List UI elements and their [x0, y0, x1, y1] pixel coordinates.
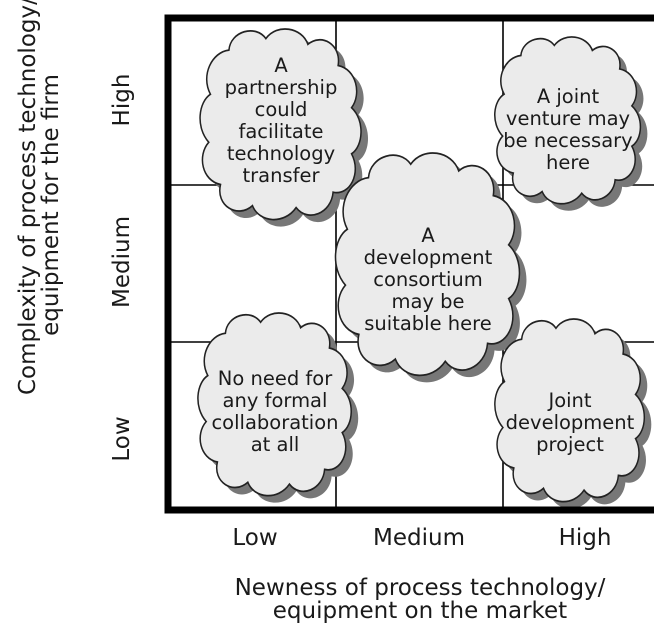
- cloud-line: collaboration: [211, 411, 339, 434]
- y-axis-title-line1: Complexity of process technology/: [15, 0, 41, 395]
- cloud-line: suitable here: [364, 312, 492, 335]
- y-axis-title-line2: equipment for the firm: [38, 74, 64, 336]
- x-axis-title-line1: Newness of process technology/: [234, 575, 606, 601]
- cloud-line: here: [546, 151, 590, 174]
- cloud-line: consortium: [373, 268, 483, 291]
- cloud-line: transfer: [242, 164, 320, 187]
- y-level-medium: Medium: [109, 216, 135, 308]
- y-axis-title: Complexity of process technology/ equipm…: [15, 0, 77, 395]
- cloud-line: A: [274, 54, 288, 77]
- cloud-consortium-text: A development consortium may be suitable…: [338, 225, 518, 335]
- y-level-low: Low: [109, 416, 135, 462]
- cloud-line: partnership: [224, 76, 338, 99]
- cloud-line: facilitate: [238, 120, 324, 143]
- cloud-line: any formal: [222, 389, 328, 412]
- x-level-medium: Medium: [373, 525, 465, 551]
- x-level-low: Low: [232, 525, 278, 551]
- cloud-line: venture may: [505, 107, 631, 130]
- cloud-line: could: [254, 98, 308, 121]
- cloud-line: may be: [391, 290, 465, 313]
- x-level-high: High: [558, 525, 612, 551]
- cloud-line: A: [421, 224, 435, 247]
- cloud-line: be necessary: [503, 129, 633, 152]
- cloud-line: technology: [226, 142, 336, 165]
- cloud-joint-venture-text: A joint venture may be necessary here: [488, 86, 648, 174]
- cloud-line: project: [536, 433, 604, 456]
- cloud-line: at all: [250, 433, 300, 456]
- x-axis-title-line2: equipment on the market: [272, 598, 568, 624]
- cloud-partnership-text: A partnership could facilitate technolog…: [196, 55, 366, 187]
- matrix-frame: [164, 14, 654, 514]
- cloud-line: No need for: [217, 367, 333, 390]
- cloud-line: development: [505, 411, 635, 434]
- cloud-joint-project-text: Joint development project: [490, 390, 650, 456]
- cloud-line: development: [363, 246, 493, 269]
- x-axis-title: Newness of process technology/ equipment…: [230, 577, 610, 623]
- cloud-line: Joint: [548, 389, 592, 412]
- y-level-high: High: [109, 73, 135, 127]
- cloud-no-need-text: No need for any formal collaboration at …: [195, 368, 355, 456]
- cloud-line: A joint: [536, 85, 600, 108]
